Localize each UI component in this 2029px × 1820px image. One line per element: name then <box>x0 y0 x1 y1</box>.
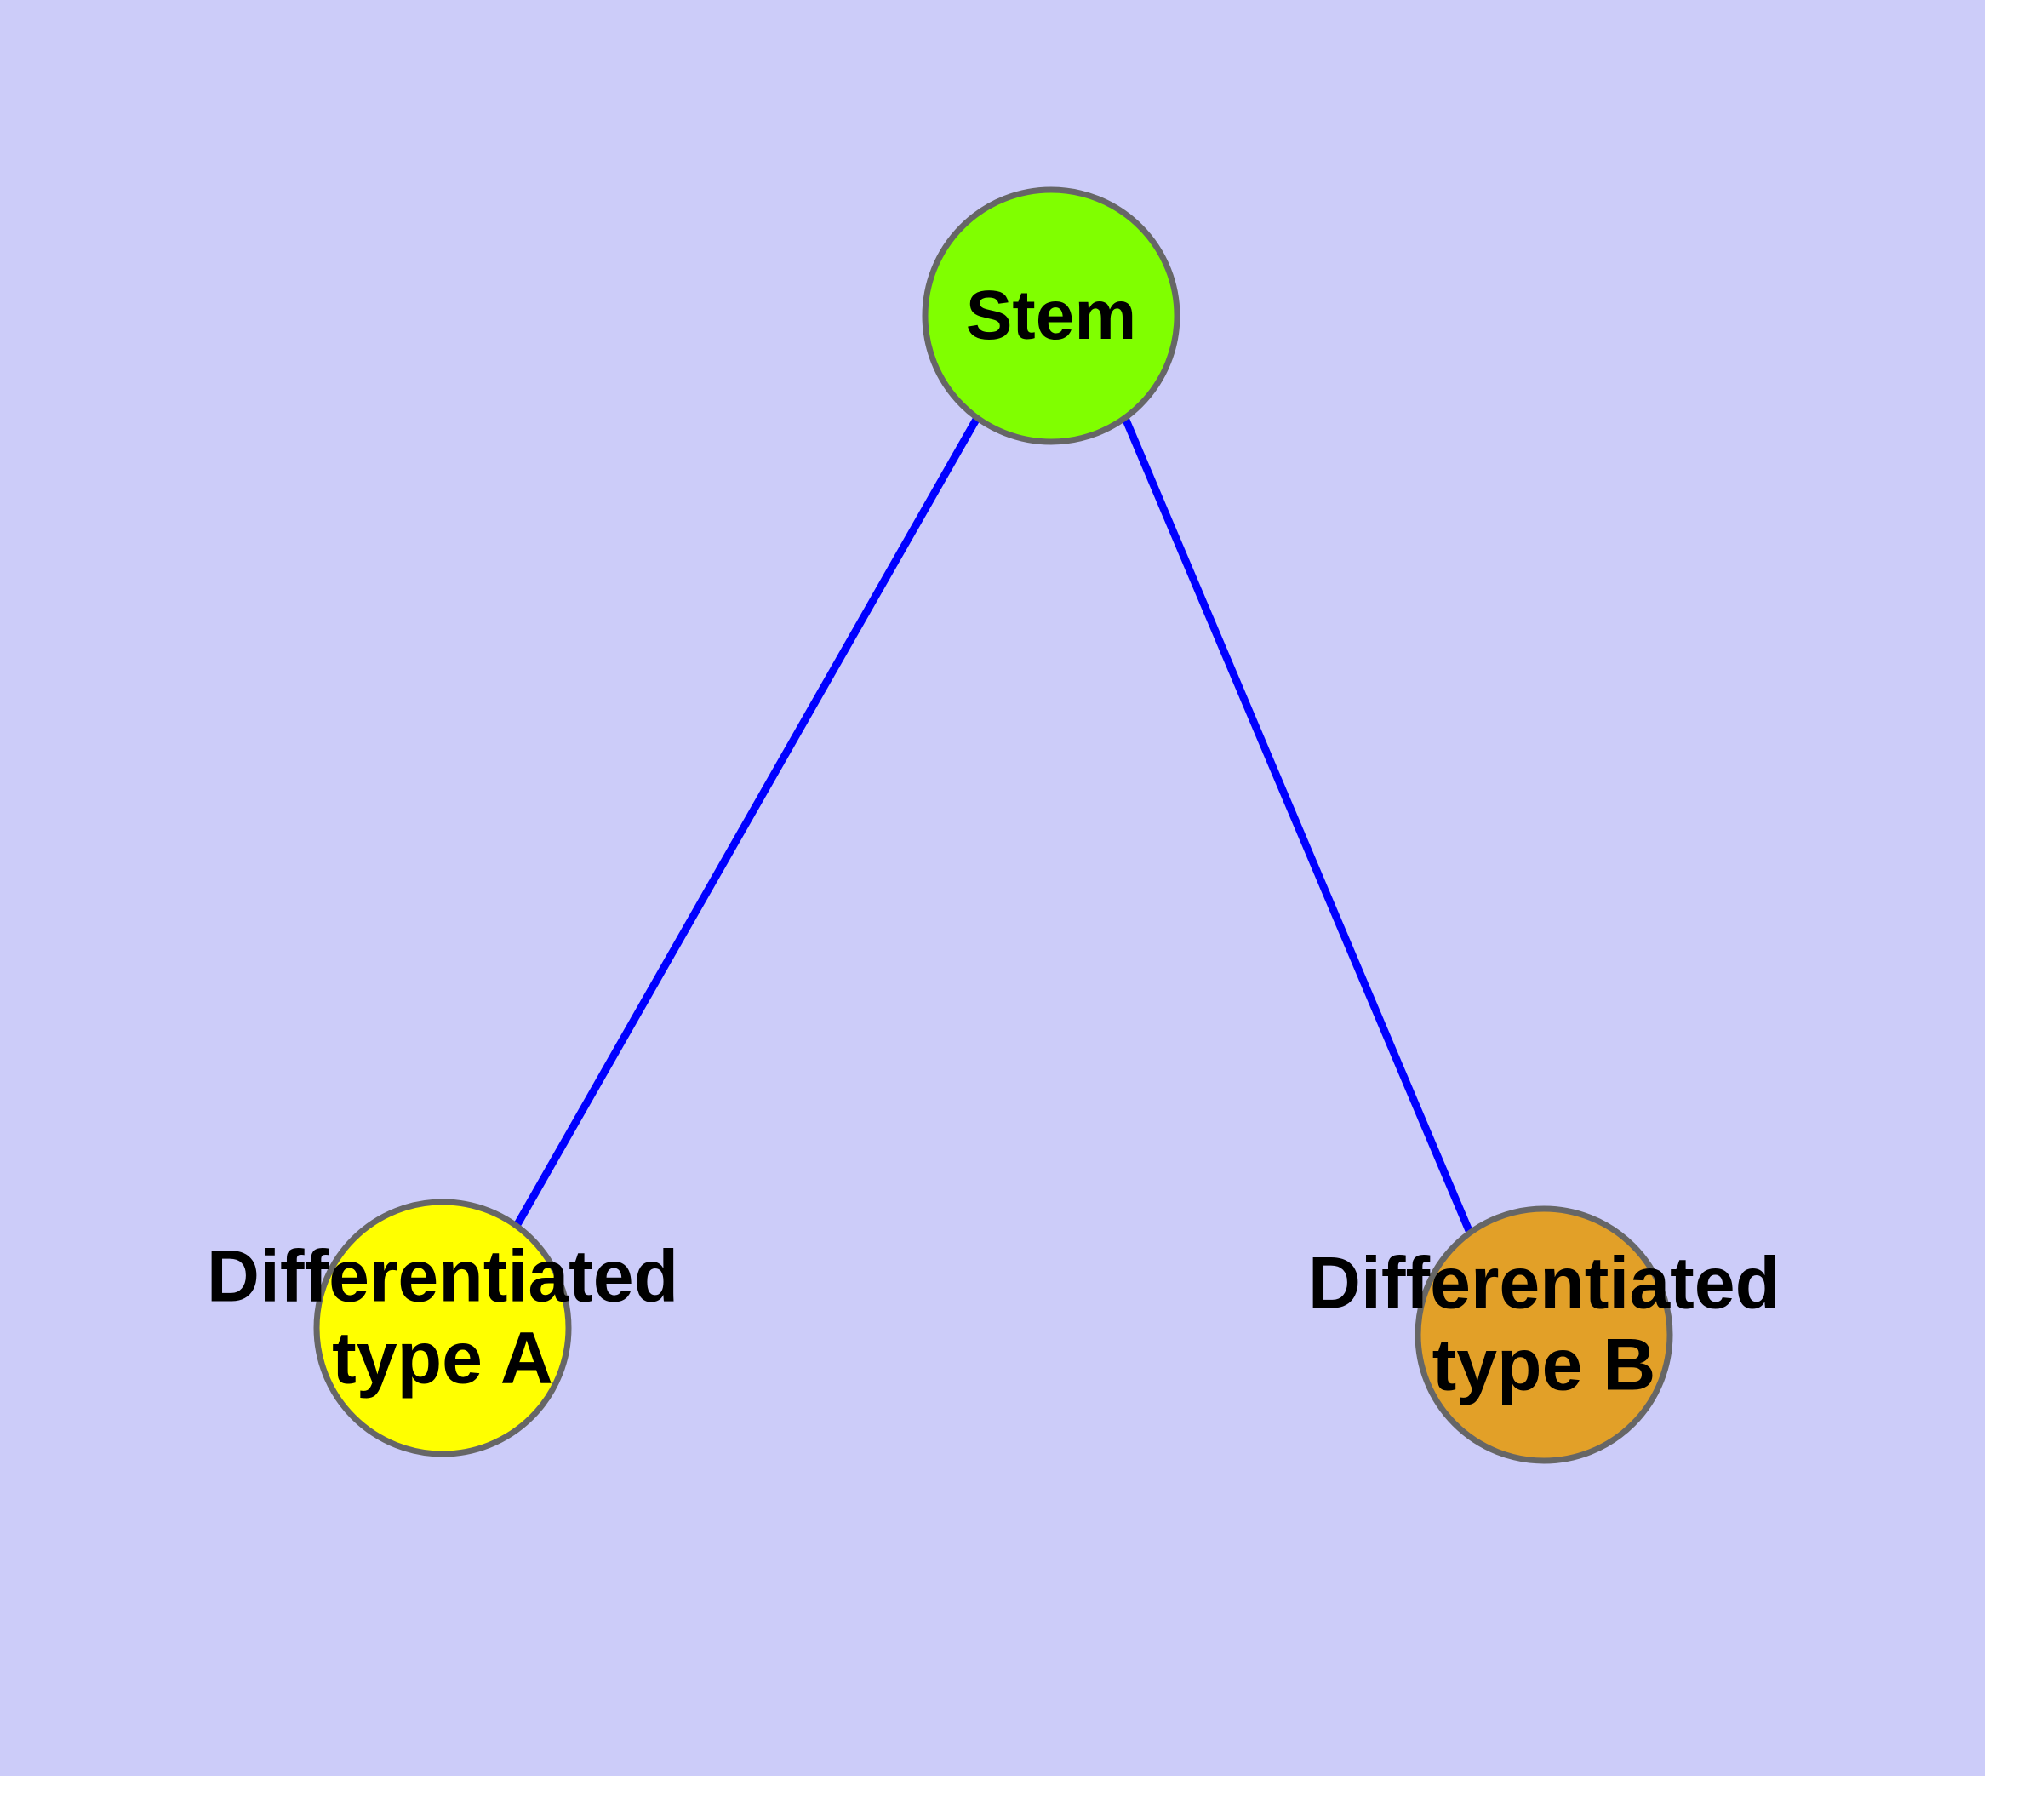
diagram-canvas: Stem Differentiated type A Differentiate… <box>0 0 1985 1776</box>
node-layer <box>313 186 1673 1464</box>
edge-stem-to-differentiated-type-a[interactable] <box>513 415 980 1228</box>
graph-surface <box>313 186 1673 1464</box>
node-differentiated-type-b[interactable] <box>1415 1205 1673 1464</box>
node-stem[interactable] <box>922 186 1180 445</box>
edge-stem-to-differentiated-type-b[interactable] <box>1121 416 1474 1234</box>
edge-layer <box>513 415 1474 1234</box>
node-differentiated-type-a[interactable] <box>313 1199 572 1457</box>
